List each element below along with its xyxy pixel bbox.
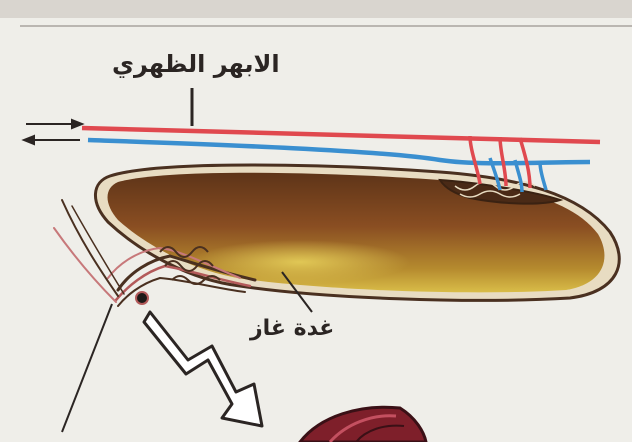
gas-gland-area	[190, 240, 410, 284]
gas-gland-label: غدة غاز	[250, 316, 334, 341]
page-edge	[0, 0, 632, 18]
dorsal-aorta-label: الابهر الظهري	[112, 50, 280, 78]
duct-junction	[136, 292, 148, 304]
